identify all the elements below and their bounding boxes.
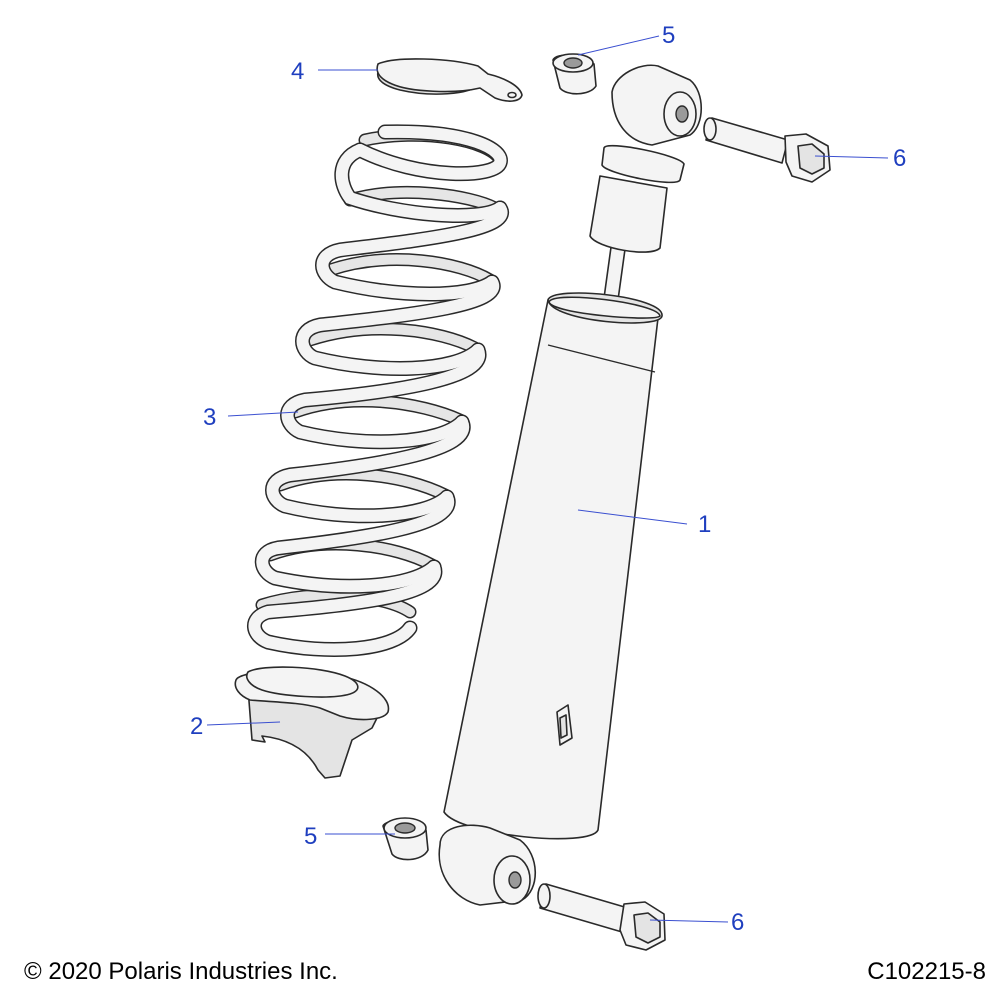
callout-upper-spring-retainer: 4 <box>291 58 304 85</box>
shock-top-washer <box>601 144 685 184</box>
bolt-lower <box>537 883 666 951</box>
callout-lower-spring-seat: 2 <box>190 713 203 740</box>
bushing-lower <box>382 817 429 861</box>
shock-absorber <box>438 64 702 906</box>
leader-lines <box>206 35 889 923</box>
callout-bushing-lower: 5 <box>304 823 317 850</box>
shock-top-collar <box>589 175 668 253</box>
drawing-id: C102215-8 <box>867 958 986 985</box>
callout-spring: 3 <box>203 404 216 431</box>
upper-spring-retainer <box>376 58 523 102</box>
bushing-upper <box>552 53 597 95</box>
callout-bolt-lower: 6 <box>731 909 744 936</box>
bolt-upper <box>703 117 831 183</box>
callout-bolt-upper: 6 <box>893 145 906 172</box>
copyright-notice: © 2020 Polaris Industries Inc. <box>24 958 338 985</box>
coil-spring <box>247 124 509 658</box>
lower-spring-seat <box>234 666 390 779</box>
callout-shock: 1 <box>698 511 711 538</box>
callout-bushing-upper: 5 <box>662 22 675 49</box>
coil-spring-front-segments <box>247 124 509 658</box>
shock-body <box>443 299 659 840</box>
